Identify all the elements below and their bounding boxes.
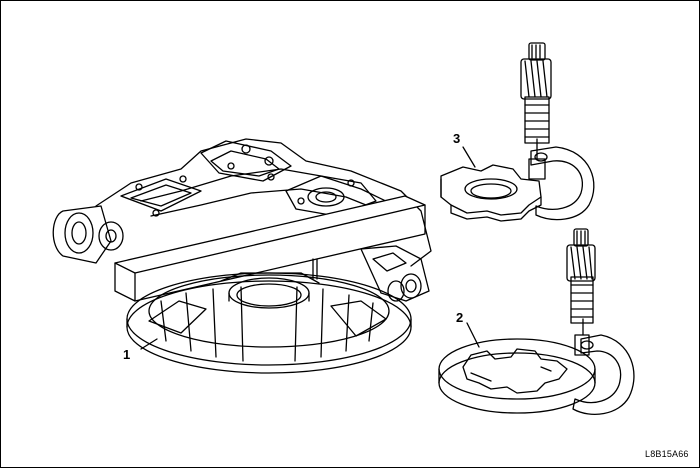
callout-1: 1	[123, 347, 131, 362]
figure-code: L8B15A66	[645, 449, 689, 459]
pump-housing-assembly	[52, 138, 432, 374]
drive-gear-measurement	[440, 42, 595, 222]
callout-2: 2	[456, 310, 464, 325]
callout-3: 3	[453, 131, 461, 146]
driven-gear-measurement	[438, 228, 635, 415]
